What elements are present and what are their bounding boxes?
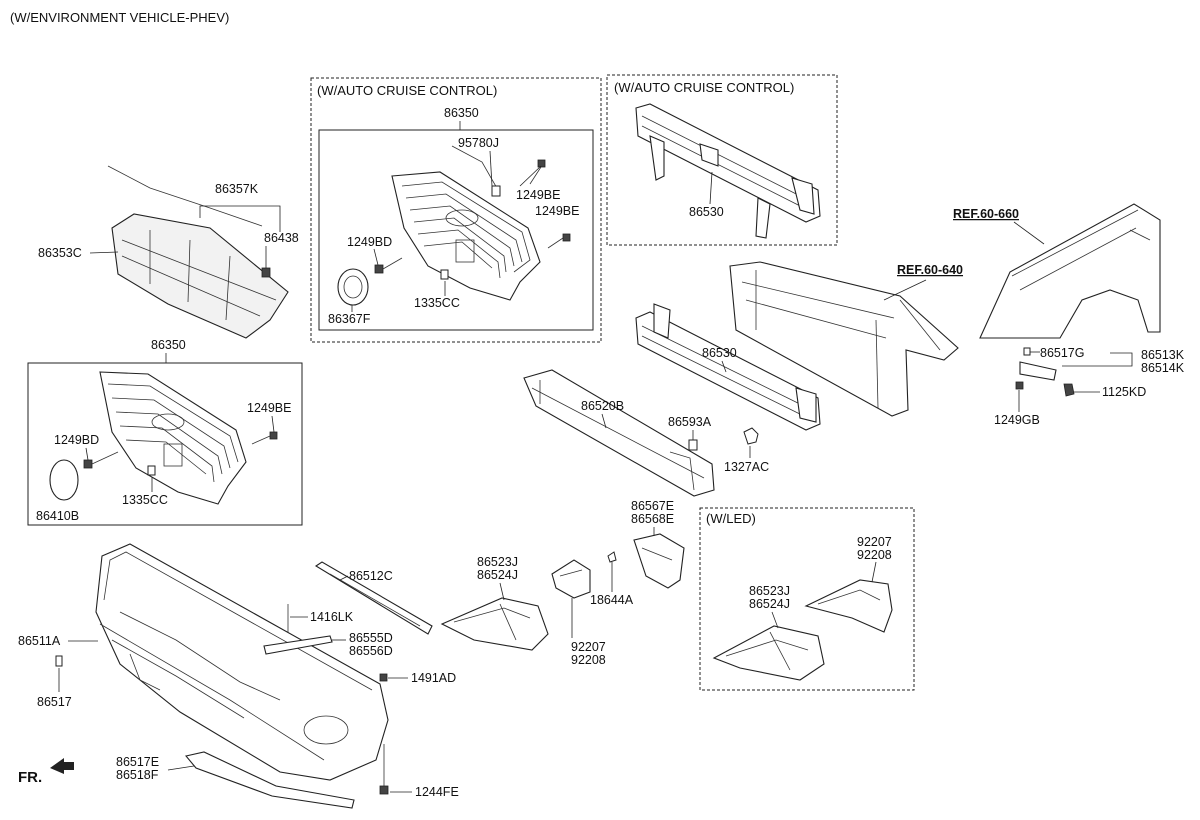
bumper-lip-86517E-part: [184, 751, 355, 809]
acc-clip-1335CC: [440, 269, 449, 280]
clip-86438: [261, 267, 271, 278]
led-lamp-part: [804, 579, 893, 633]
label-86512C: 86512C: [349, 569, 393, 583]
label-86530: 86530: [702, 346, 737, 360]
acc-grille-box: (W/AUTO CRUISE CONTROL) 86350: [310, 77, 602, 343]
label-1327AC: 1327AC: [724, 460, 769, 474]
ref-60-660: REF.60-660: [953, 207, 1019, 221]
screw-1249BE: [251, 431, 278, 445]
ref-60-640: REF.60-640: [897, 263, 963, 277]
label-1249BE-acc-top: 1249BE: [516, 188, 560, 202]
label-86523J: 86523J: [477, 555, 518, 569]
label-92207-led: 92207: [857, 535, 892, 549]
front-direction-indicator: FR.: [18, 758, 74, 786]
front-end-carrier-part: [729, 261, 959, 417]
upper-cover-part: [111, 213, 289, 339]
bolt-1244FE: [379, 744, 389, 795]
label-86517G: 86517G: [1040, 346, 1084, 360]
label-86511A: 86511A: [18, 634, 61, 648]
diagram-header: (W/ENVIRONMENT VEHICLE-PHEV): [10, 10, 229, 25]
acc-screw-1249BD: [374, 257, 403, 274]
upper-cover-assembly: 86357K 86438 86353C: [38, 165, 299, 339]
label-1491AD: 1491AD: [411, 671, 456, 685]
label-86555D: 86555D: [349, 631, 393, 645]
label-86357K: 86357K: [215, 182, 259, 196]
label-1249BE-acc-mid: 1249BE: [535, 204, 579, 218]
acc-screw-1249BE-top: [529, 159, 546, 185]
label-86523J-led: 86523J: [749, 584, 790, 598]
strip-86555D-part: [263, 635, 333, 655]
label-95780J: 95780J: [458, 136, 499, 150]
fog-lamp-part: [551, 559, 591, 599]
screw-1249GB: [1015, 381, 1024, 390]
label-86410B: 86410B: [36, 509, 79, 523]
label-92208: 92208: [571, 653, 606, 667]
label-86517: 86517: [37, 695, 72, 709]
acc-sensor-bracket-part: [451, 145, 501, 197]
label-1249BD-grille: 1249BD: [54, 433, 99, 447]
label-1249GB: 1249GB: [994, 413, 1040, 427]
label-18644A: 18644A: [590, 593, 634, 607]
label-86514K: 86514K: [1141, 361, 1185, 375]
label-92208-led: 92208: [857, 548, 892, 562]
clip-1335CC: [147, 465, 156, 476]
acc-screw-1249BE-mid: [547, 233, 571, 249]
emblem-part: [49, 459, 79, 501]
label-1125KD: 1125KD: [1102, 385, 1146, 399]
label-86524J-led: 86524J: [749, 597, 790, 611]
acc-back-beam-part: [635, 103, 821, 239]
label-1249BD-acc: 1249BD: [347, 235, 392, 249]
acc-radiator-grille-part: [391, 171, 541, 301]
label-86518F: 86518F: [116, 768, 159, 782]
bulb-18644A: [607, 551, 617, 563]
label-86593A: 86593A: [668, 415, 712, 429]
grille-box: 86350 1249BE 1249BD 1335CC 86410B: [27, 338, 303, 526]
absorber-part: [523, 369, 715, 497]
label-92207: 92207: [571, 640, 606, 654]
acc-grille-box-title: (W/AUTO CRUISE CONTROL): [317, 83, 497, 98]
label-1416LK: 1416LK: [310, 610, 354, 624]
stay-86593A: [688, 439, 698, 451]
acc-rail-box-title: (W/AUTO CRUISE CONTROL): [614, 80, 794, 95]
lower-grille-86512C-part: [314, 561, 433, 635]
label-1335CC-acc: 1335CC: [414, 296, 460, 310]
fender-part: [979, 203, 1161, 339]
nut-1327AC: [743, 427, 759, 445]
clip-86517G: [1023, 347, 1031, 356]
bolt-1125KD: [1063, 383, 1075, 397]
label-86567E: 86567E: [631, 499, 674, 513]
acc-grille-number: 86350: [444, 106, 479, 120]
front-bumper-part: [95, 543, 389, 781]
label-1335CC-grille: 1335CC: [122, 493, 168, 507]
label-1244FE: 1244FE: [415, 785, 459, 799]
label-86367F: 86367F: [328, 312, 371, 326]
led-cover-part: [712, 625, 825, 681]
label-86520B: 86520B: [581, 399, 624, 413]
acc-emblem-part: [337, 268, 369, 306]
grille-number: 86350: [151, 338, 186, 352]
bracket-86567E-part: [633, 533, 685, 589]
label-86438: 86438: [264, 231, 299, 245]
back-beam-part: [635, 303, 821, 431]
screw-1249BD: [83, 451, 119, 469]
fender-bracket-part: [1019, 361, 1057, 381]
led-box-title: (W/LED): [706, 511, 756, 526]
fog-cover-part: [440, 597, 549, 651]
clip-86517: [55, 655, 63, 667]
label-86556D: 86556D: [349, 644, 393, 658]
front-arrow-icon: [50, 758, 74, 774]
label-86517E: 86517E: [116, 755, 159, 769]
label-86568E: 86568E: [631, 512, 674, 526]
label-86530-acc: 86530: [689, 205, 724, 219]
label-86524J: 86524J: [477, 568, 518, 582]
acc-rail-box: (W/AUTO CRUISE CONTROL) 86530: [606, 74, 838, 246]
radiator-grille-part: [99, 371, 247, 505]
label-86513K: 86513K: [1141, 348, 1185, 362]
label-86353C: 86353C: [38, 246, 82, 260]
bolt-1491AD: [379, 673, 388, 682]
fr-label: FR.: [18, 769, 42, 786]
label-1249BE-grille: 1249BE: [247, 401, 291, 415]
led-box: (W/LED) 92207 92208 86523J 86524J: [699, 507, 915, 691]
